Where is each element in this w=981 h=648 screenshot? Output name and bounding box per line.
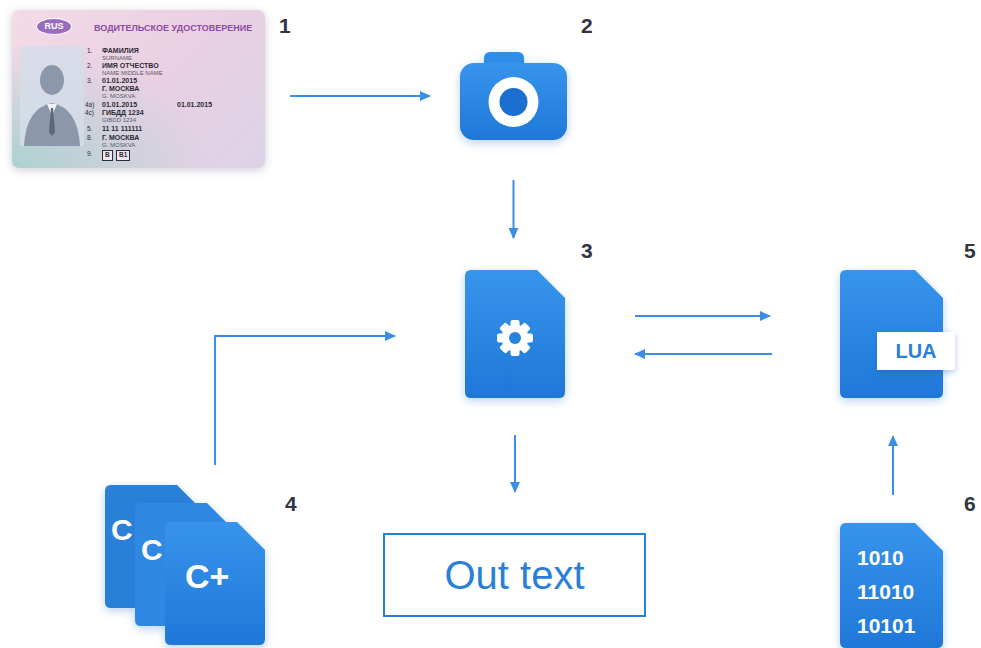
photo-illustration bbox=[20, 46, 84, 146]
callout-number: 3 bbox=[581, 240, 593, 261]
field-number: 1. bbox=[87, 48, 92, 55]
callout-number: 5 bbox=[964, 240, 976, 261]
field-number: 3. bbox=[87, 78, 92, 85]
field-number: 4a) bbox=[85, 102, 94, 109]
flow-arrow bbox=[635, 315, 770, 317]
output-text: Out text bbox=[444, 555, 584, 595]
file-letter: C bbox=[141, 535, 163, 565]
binary-text: 1010 11010 10101 bbox=[857, 541, 915, 643]
output-box: Out text bbox=[383, 533, 646, 617]
callout-number: 1 bbox=[279, 15, 291, 36]
license-card: 1RUSВОДИТЕЛЬСКОЕ УДОСТОВЕРЕНИЕ1.ФАМИЛИЯS… bbox=[12, 10, 265, 168]
field-value: Г. МОСКВА bbox=[102, 85, 139, 92]
field-translit: SURNAME bbox=[102, 55, 132, 61]
flow-arrow bbox=[892, 436, 894, 495]
document-icon bbox=[465, 270, 565, 398]
file-type-text: C+ bbox=[185, 559, 229, 593]
field-number: 2. bbox=[87, 63, 92, 70]
field-value: 01.01.2015 bbox=[102, 77, 137, 84]
flow-arrow bbox=[513, 180, 515, 238]
field-value: ГИБДД 1234 bbox=[102, 109, 144, 116]
callout-number: 4 bbox=[285, 493, 297, 514]
lua-script-node: 5LUA bbox=[840, 270, 943, 398]
cpp-sources-node: 4CCC+ bbox=[105, 485, 265, 645]
flow-arrow bbox=[215, 336, 395, 465]
field-value: 11 11 111111 bbox=[102, 125, 142, 132]
processor-node: 3 bbox=[465, 270, 565, 398]
field-value: 01.01.2015 bbox=[102, 101, 137, 108]
flow-arrow bbox=[635, 353, 772, 355]
field-value: Г. МОСКВА bbox=[102, 134, 139, 141]
field-number: 8. bbox=[87, 135, 92, 142]
field-translit: G. MOSKVA bbox=[102, 93, 135, 99]
file-letter: C bbox=[111, 515, 133, 545]
camera-node: 2 bbox=[460, 52, 567, 140]
field-translit: NAME MIDDLE NAME bbox=[102, 70, 163, 76]
callout-number: 2 bbox=[581, 15, 593, 36]
category-box: B bbox=[102, 150, 113, 161]
field-number: 5. bbox=[87, 126, 92, 133]
binary-node: 61010 11010 10101 bbox=[840, 523, 943, 648]
field-value: ФАМИЛИЯ bbox=[102, 47, 139, 54]
camera-icon bbox=[460, 52, 567, 140]
file-type-tag: LUA bbox=[877, 332, 955, 370]
card-title: ВОДИТЕЛЬСКОЕ УДОСТОВЕРЕНИЕ bbox=[94, 24, 252, 33]
flow-arrow bbox=[290, 95, 430, 97]
field-number: 4c) bbox=[85, 110, 94, 117]
field-value: 01.01.2015 bbox=[177, 101, 212, 108]
field-number: 9. bbox=[87, 151, 92, 158]
flow-arrow bbox=[514, 435, 516, 492]
callout-number: 6 bbox=[964, 493, 976, 514]
field-translit: GIBDD 1234 bbox=[102, 117, 136, 123]
country-badge: RUS bbox=[36, 18, 72, 35]
category-box: B1 bbox=[116, 150, 130, 161]
field-translit: G. MOSKVA bbox=[102, 142, 135, 148]
field-value: ИМЯ ОТЧЕСТВО bbox=[102, 62, 159, 69]
